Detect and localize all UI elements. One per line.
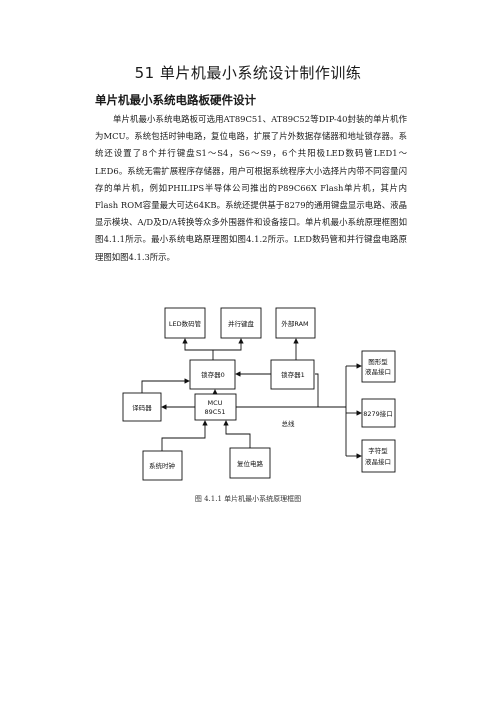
char-lcd-box — [361, 439, 396, 473]
latch0-box — [189, 359, 236, 390]
bus-label: 总线 — [282, 419, 296, 428]
figure-caption: 图 4.1.1 单片机最小系统原理框图 — [194, 495, 302, 503]
led-display-box — [164, 307, 206, 339]
body-paragraph: 单片机最小系统电路板可选用AT89C51、AT89C52等DIP-40封装的单片… — [95, 114, 407, 262]
mcu-box — [194, 393, 237, 421]
graphic-lcd-label-line1: 图形型 — [368, 357, 388, 366]
section-heading: 单片机最小系统电路板硬件设计 — [95, 93, 256, 107]
parallel-keyboard-box — [220, 307, 262, 339]
latch1-label: 锁存器1 — [281, 370, 305, 379]
decoder-box — [122, 392, 162, 422]
latch1-box — [270, 359, 315, 390]
graphic-lcd-label-line2: 液晶接口 — [365, 367, 391, 376]
clock-box — [142, 450, 183, 481]
i8279-label: 8279接口 — [363, 409, 393, 418]
mcu-label-line1: MCU — [208, 399, 223, 407]
graphic-lcd-box — [361, 350, 396, 383]
page-title: 51 单片机最小系统设计制作训练 — [134, 64, 362, 82]
keyboard-label: 并行键盘 — [228, 319, 255, 328]
external-ram-label: 外部RAM — [281, 319, 308, 328]
decoder-label: 译码器 — [132, 404, 152, 412]
led-display-label: LED数码管 — [169, 319, 202, 328]
char-lcd-label-line2: 液晶接口 — [365, 457, 391, 466]
reset-label: 复位电路 — [237, 459, 264, 468]
reset-box — [229, 447, 271, 479]
block-diagram: LED数码管 并行键盘 外部RAM 锁存器0 锁存器1 译码器 MCU 89C5… — [122, 307, 396, 481]
external-ram-box — [275, 307, 316, 339]
mcu-label-line2: 89C51 — [204, 408, 225, 416]
clock-label: 系统时钟 — [149, 461, 176, 470]
char-lcd-label-line1: 字符型 — [368, 446, 388, 455]
i8279-box — [361, 398, 396, 428]
latch0-label: 锁存器0 — [201, 370, 225, 379]
